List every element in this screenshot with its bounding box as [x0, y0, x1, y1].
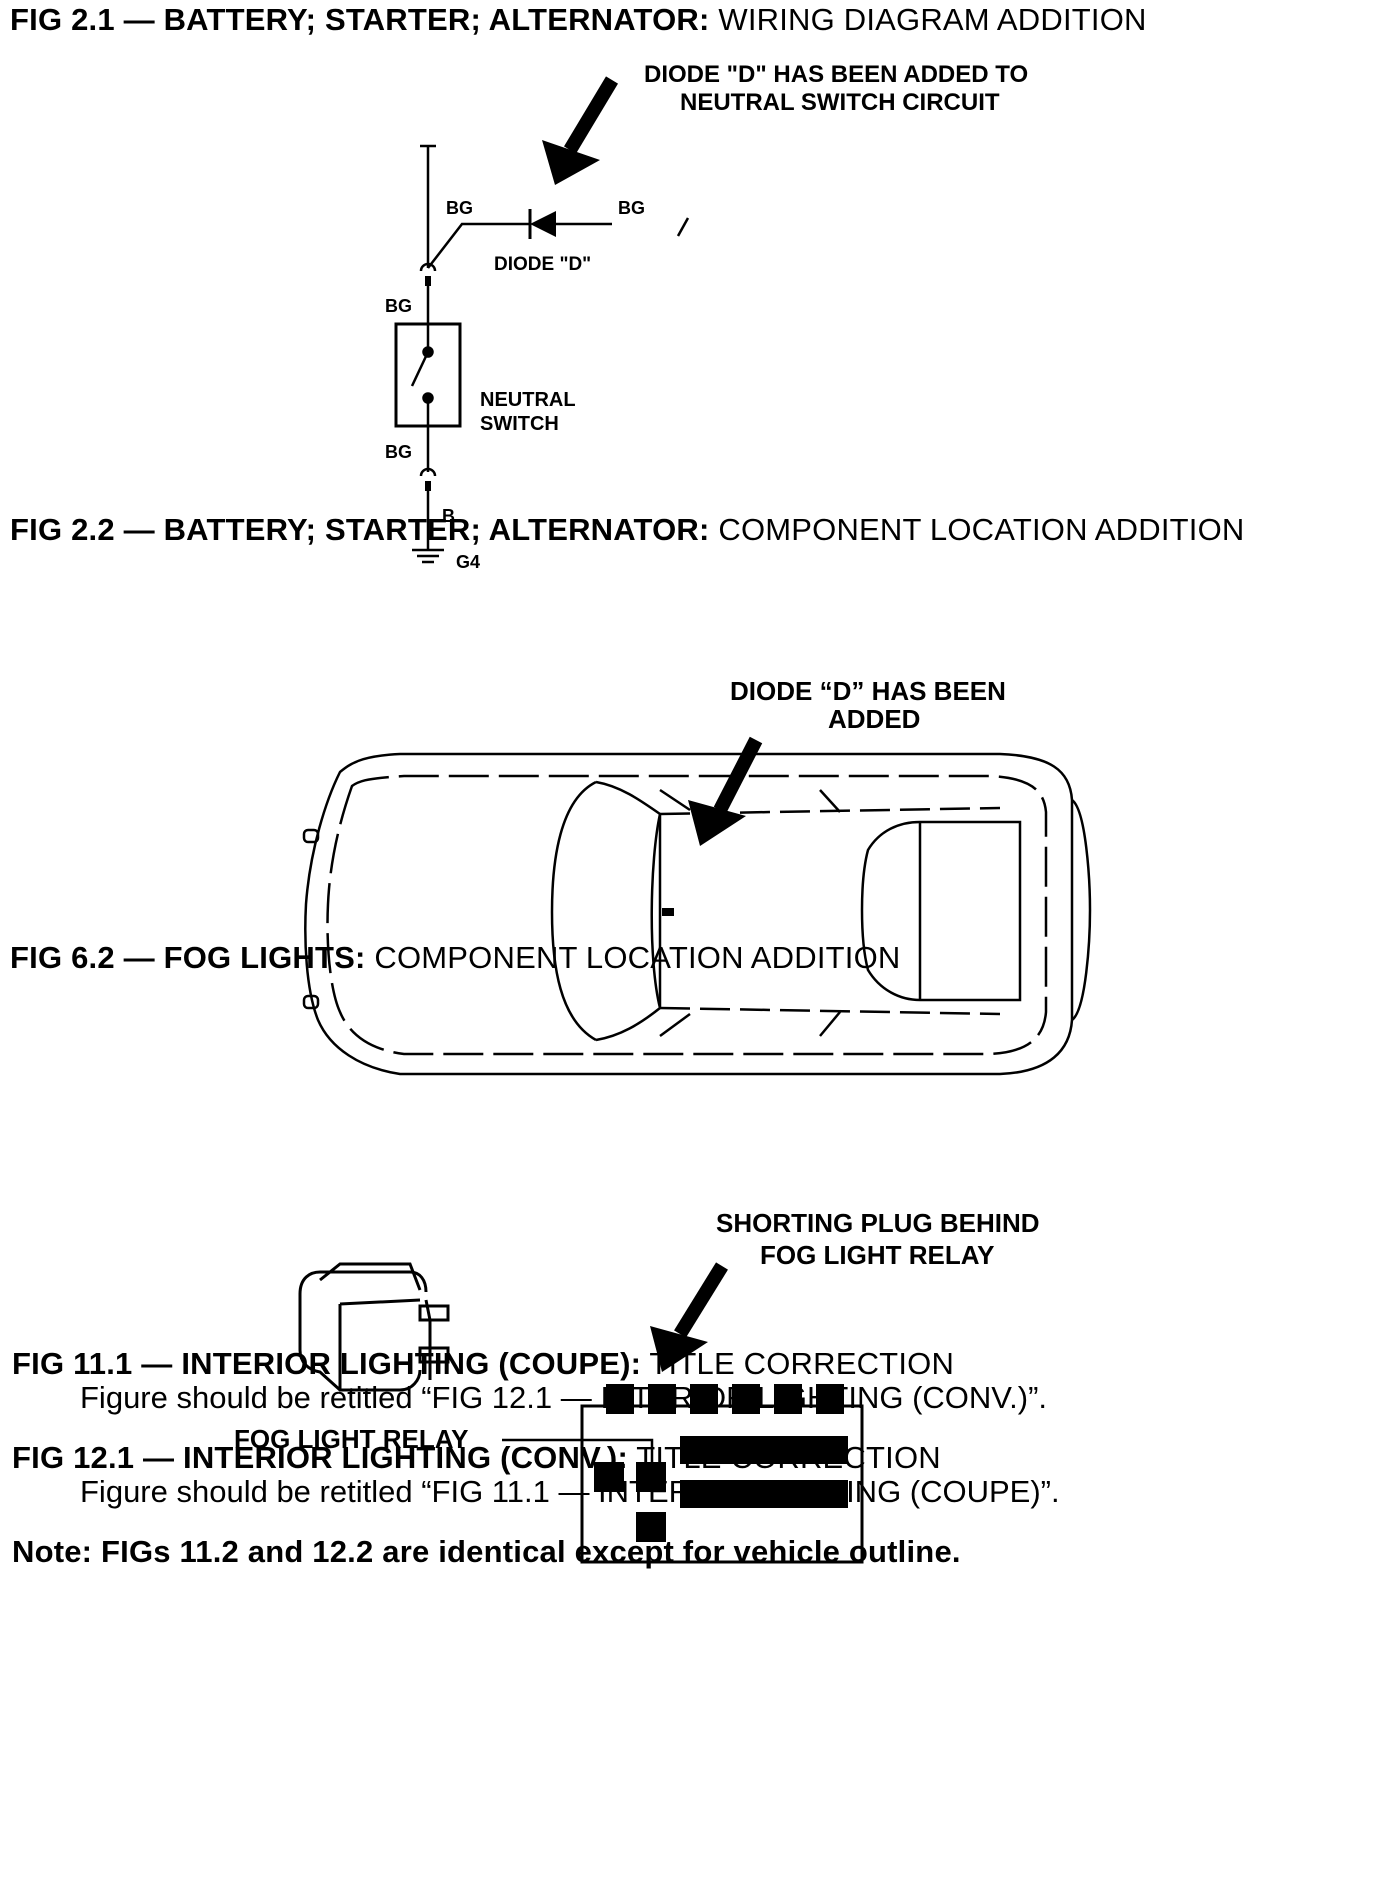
- fuse-box-relays: [594, 1436, 848, 1542]
- fig-2-2-title-bold: FIG 2.2 — BATTERY; STARTER; ALTERNATOR:: [10, 512, 710, 547]
- connector-top: [419, 262, 437, 272]
- relay-slot-left: [594, 1462, 624, 1492]
- pillar-4: [819, 1011, 841, 1037]
- fig-11-1-title: FIG 11.1 — INTERIOR LIGHTING (COUPE): TI…: [12, 1346, 954, 1382]
- windshield-base: [550, 780, 597, 1042]
- fig-2-2-title-rest: COMPONENT LOCATION ADDITION: [709, 512, 1245, 547]
- wire-label-bg-bottom: BG: [385, 442, 412, 462]
- fig-6-2-labels: SHORTING PLUG BEHIND FOG LIGHT RELAY FOG…: [234, 1208, 1040, 1454]
- rear-bumper: [1071, 798, 1092, 1022]
- windshield: [595, 780, 662, 1042]
- wire-label-bg-right: BG: [618, 198, 645, 218]
- fig-2-1-callout-arrow: [542, 76, 619, 185]
- wire-label-b: B: [442, 506, 455, 526]
- fig-12-1-title-bold: FIG 12.1 — INTERIOR LIGHTING (CONV.):: [12, 1440, 628, 1475]
- fig-2-1-callout-line1: DIODE "D" HAS BEEN ADDED TO: [644, 61, 1028, 88]
- car-body-outer: [304, 752, 1074, 1076]
- fig-2-1-wiring-diagram: [394, 76, 690, 564]
- pillar-3: [659, 1012, 691, 1038]
- fig-11-1-title-bold: FIG 11.1 — INTERIOR LIGHTING (COUPE):: [12, 1346, 642, 1381]
- mirror-left: [302, 828, 320, 844]
- wire-label-bg-left: BG: [446, 198, 473, 218]
- diode-label: DIODE "D": [494, 254, 591, 275]
- ground-label-g4: G4: [456, 552, 480, 572]
- relay-leader-line: [502, 1438, 654, 1462]
- fig-2-2-title: FIG 2.2 — BATTERY; STARTER; ALTERNATOR: …: [10, 512, 1245, 548]
- mirror-right: [302, 994, 320, 1010]
- fig-6-2-callout-arrow: [650, 1262, 728, 1372]
- neutral-switch-label-1: NEUTRAL: [480, 389, 576, 411]
- neutral-switch-label-2: SWITCH: [480, 413, 559, 435]
- pillar-1: [659, 788, 691, 812]
- fig-6-2-callout-line1: SHORTING PLUG BEHIND: [716, 1208, 1040, 1238]
- fig-2-1-callout-line2: NEUTRAL SWITCH CIRCUIT: [680, 89, 1000, 116]
- pillar-2: [819, 789, 841, 813]
- connector-top-pin: [425, 276, 431, 286]
- wire-branch-bg: [427, 222, 530, 269]
- fig-2-1-title-bold: FIG 2.1 — BATTERY; STARTER; ALTERNATOR:: [10, 2, 710, 37]
- car-body-inner: [326, 774, 1048, 1056]
- fog-light-relay-slot: [636, 1462, 666, 1492]
- wire-break-right: [676, 217, 690, 237]
- fig-2-1-title: FIG 2.1 — BATTERY; STARTER; ALTERNATOR: …: [10, 2, 1147, 38]
- connector-bottom-pin: [425, 481, 431, 491]
- fig-11-1-body: Figure should be retitled “FIG 12.1 — IN…: [80, 1380, 1048, 1415]
- fig-2-2-callout-arrow: [688, 736, 763, 846]
- fig-6-2-callout-line2: FOG LIGHT RELAY: [760, 1240, 995, 1270]
- fog-light-relay-icon: [298, 1262, 450, 1392]
- fig-2-2-labels: DIODE “D” HAS BEEN ADDED: [730, 676, 1006, 734]
- fig-2-1-labels: DIODE "D" HAS BEEN ADDED TO NEUTRAL SWIT…: [385, 61, 1028, 572]
- ground-symbol: [412, 548, 444, 564]
- diode-d-symbol: [528, 209, 556, 239]
- fig-11-1-title-rest: TITLE CORRECTION: [641, 1346, 955, 1381]
- fig-6-2-relay-diagram: [298, 1262, 864, 1564]
- switch-blade: [410, 351, 430, 387]
- wire-label-bg-top: BG: [385, 296, 412, 316]
- fig-2-2-callout-line1: DIODE “D” HAS BEEN: [730, 676, 1006, 706]
- fuse-box: [580, 1404, 864, 1564]
- fig-2-2-callout-line2: ADDED: [828, 704, 920, 734]
- fig-6-2-title-rest: COMPONENT LOCATION ADDITION: [365, 940, 901, 975]
- fig-2-1-title-rest: WIRING DIAGRAM ADDITION: [709, 2, 1147, 37]
- roof-lines: [659, 806, 1001, 1016]
- fig-12-1-body: Figure should be retitled “FIG 11.1 — IN…: [80, 1474, 1060, 1509]
- diode-location-marker: [662, 908, 674, 916]
- fig-2-2-vehicle-outline: [302, 736, 1092, 1076]
- fog-light-relay-label: FOG LIGHT RELAY: [234, 1424, 469, 1454]
- rear-window: [860, 820, 1022, 1002]
- fuse-box-top-fuses: [606, 1384, 844, 1414]
- connector-bottom: [419, 467, 437, 477]
